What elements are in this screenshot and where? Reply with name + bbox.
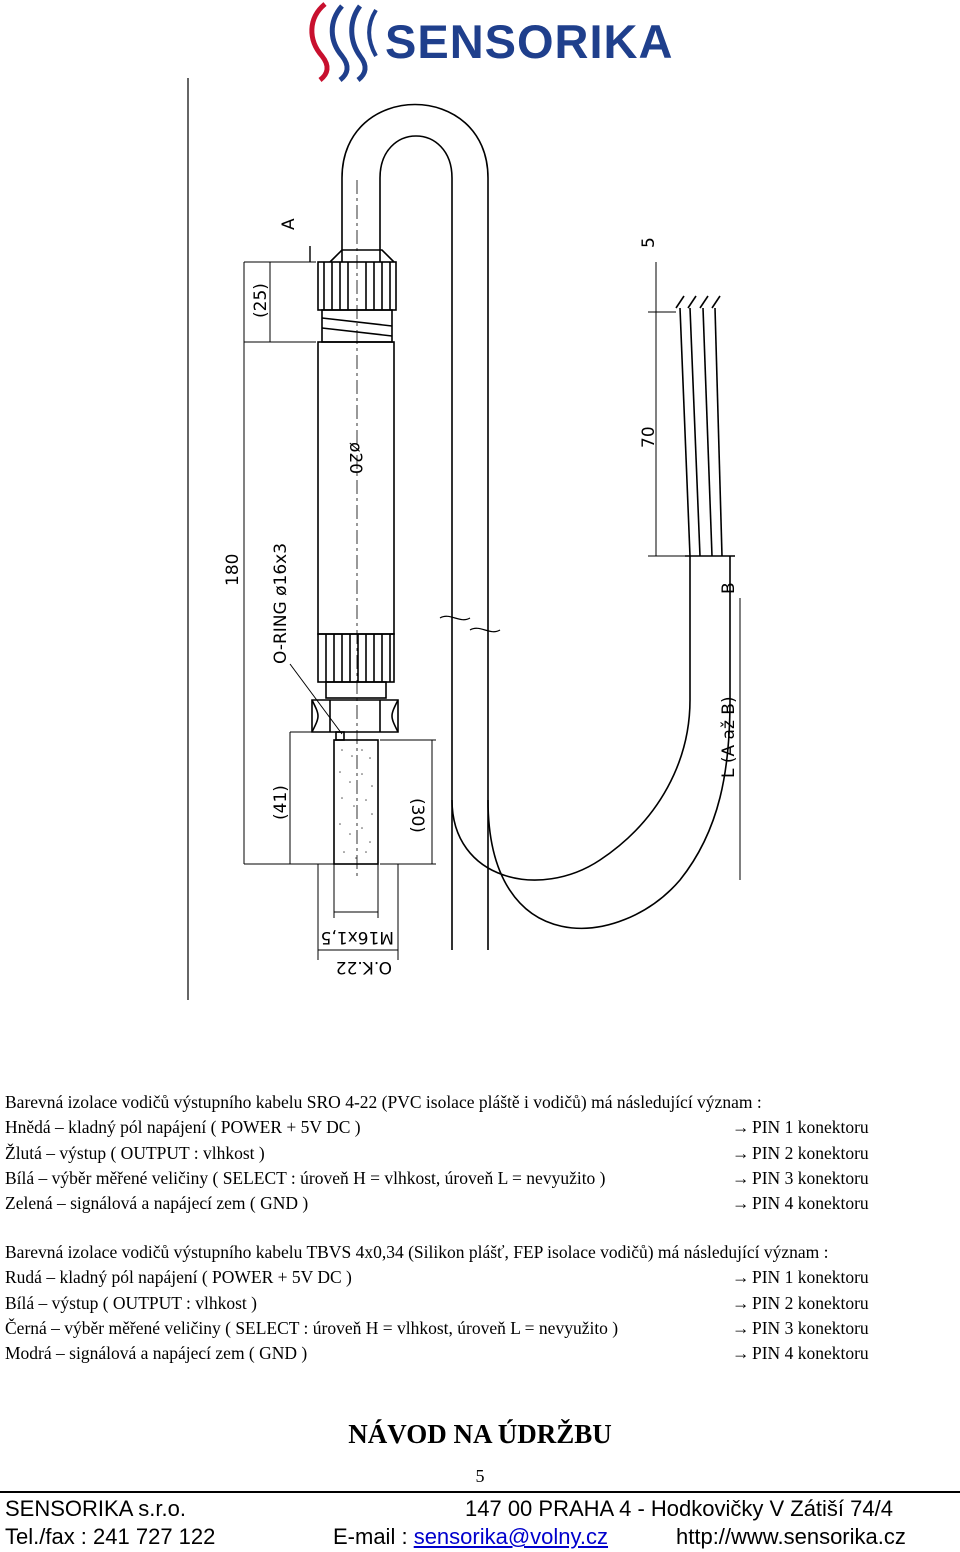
footer-phone: Tel./fax : 241 727 122 [5,1524,216,1549]
cable-outer-right [379,135,453,950]
label-dim-25: (25) [251,283,271,318]
company-logo [300,0,660,82]
cable-return-inner [451,556,691,881]
email-link[interactable]: sensorika@volny.cz [413,1524,609,1549]
footer-email: E-mail : sensorika@volny.cz [333,1524,609,1549]
cable-2-wiring: Barevná izolace vodičů výstupního kabelu… [5,1240,955,1366]
label-dia-20: ø20 [345,442,365,474]
label-dim-30: (30) [407,798,427,833]
arrow-icon: → [732,1142,750,1163]
footer-divider [0,1491,960,1493]
cable-2-row: Černá – výběr měřené veličiny ( SELECT :… [5,1316,955,1341]
logo-mark-icon [309,2,378,82]
cable-outer-left [341,103,489,950]
label-a: A [279,218,299,230]
label-len-180: 180 [223,554,243,586]
label-dim-41: (41) [271,785,291,820]
footer-company: SENSORIKA s.r.o. [5,1496,186,1521]
cable-1-row: Zelená – signálová a napájecí zem ( GND … [5,1191,955,1216]
logo-text: SENSORIKA [385,15,674,68]
cable-1-row: Bílá – výběr měřené veličiny ( SELECT : … [5,1166,955,1191]
cable-1-row: Žlutá – výstup ( OUTPUT : vlhkost ) →PIN… [5,1141,955,1166]
sensor-technical-drawing: A (25) ø20 180 O-RING ø16x3 (41) (30) M1… [187,78,741,1000]
label-dim-5: 5 [639,237,659,248]
arrow-icon: → [732,1167,750,1188]
cable-return-outer [487,556,731,929]
label-dim-70: 70 [639,426,659,448]
cable-2-row: Bílá – výstup ( OUTPUT : vlhkost ) →PIN … [5,1291,955,1316]
arrow-icon: → [732,1193,750,1214]
cable-2-intro: Barevná izolace vodičů výstupního kabelu… [5,1242,829,1262]
cable-1-wiring: Barevná izolace vodičů výstupního kabelu… [5,1090,955,1216]
section-heading: NÁVOD NA ÚDRŽBU [348,1419,612,1449]
cable-1-intro: Barevná izolace vodičů výstupního kabelu… [5,1092,762,1112]
label-length: L (A až B) [719,696,739,778]
label-thread: M16x1,5 [321,927,394,947]
label-ok: O.K.22 [336,957,392,977]
label-b: B [719,582,739,594]
cable-1-row: Hnědá – kladný pól napájení ( POWER + 5V… [5,1115,955,1140]
footer-web[interactable]: http://www.sensorika.cz [676,1524,906,1549]
arrow-icon: → [732,1317,750,1338]
arrow-icon: → [732,1117,750,1138]
arrow-icon: → [732,1267,750,1288]
footer-address: 147 00 PRAHA 4 - Hodkovičky V Zátiší 74/… [465,1496,893,1521]
arrow-icon: → [732,1292,750,1313]
cable-2-row: Modrá – signálová a napájecí zem ( GND )… [5,1341,955,1366]
filter-dots [339,749,373,859]
dimension-lines [243,246,741,960]
page-number: 5 [475,1466,485,1486]
cable-2-row: Rudá – kladný pól napájení ( POWER + 5V … [5,1265,955,1290]
label-o-ring: O-RING ø16x3 [271,543,291,664]
arrow-icon: → [732,1343,750,1364]
